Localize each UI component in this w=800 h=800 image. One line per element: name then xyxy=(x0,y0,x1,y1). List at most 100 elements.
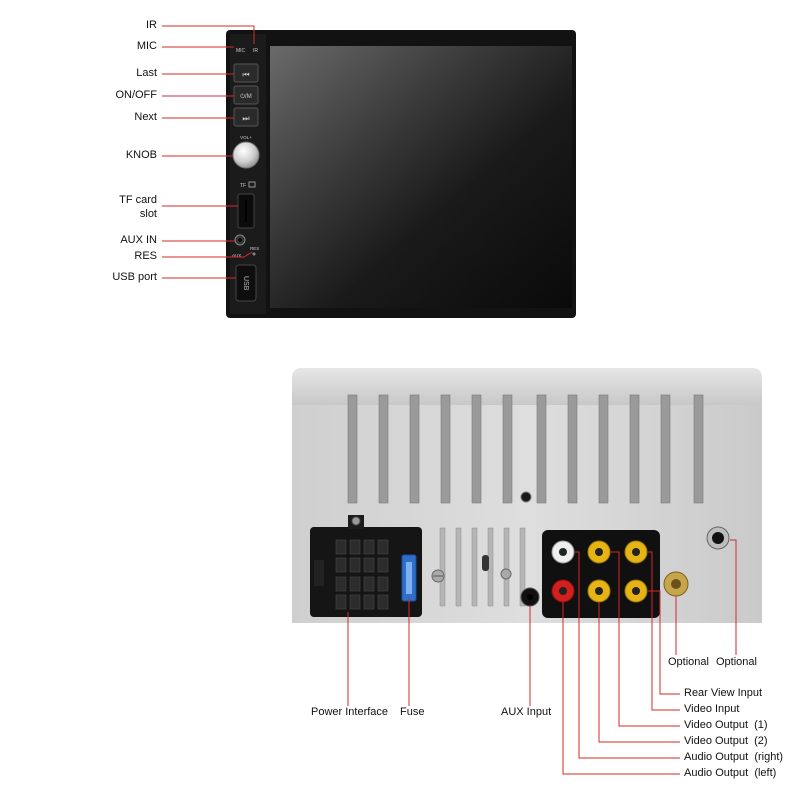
vent-slot xyxy=(455,527,462,607)
optional-connector-brass-center xyxy=(671,579,681,589)
vol-mark: VOL+ xyxy=(240,135,252,140)
label-audio-output-right: Audio Output (right) xyxy=(684,751,784,763)
connector-pin xyxy=(349,576,361,592)
lower-vents xyxy=(439,527,526,607)
label-knob: KNOB xyxy=(125,149,157,161)
vent-slot xyxy=(471,527,478,607)
fuse-window xyxy=(406,562,412,594)
heatsink-fin xyxy=(347,394,358,504)
onoff-mark: ⏻/M xyxy=(240,93,251,100)
vent-slot xyxy=(439,527,446,607)
tf-mark: TF xyxy=(240,183,246,189)
label-optional-1: Optional xyxy=(668,656,709,668)
rear-leader-lines xyxy=(347,539,737,775)
vent-slot xyxy=(519,527,526,607)
heatsink-fin xyxy=(693,394,704,504)
usb-mark: USB xyxy=(242,276,249,291)
heatsink-fin xyxy=(598,394,609,504)
screw xyxy=(500,568,512,580)
connector-pin xyxy=(377,594,389,610)
label-audio-output-left: Audio Output (left) xyxy=(684,767,777,779)
connector-screw xyxy=(351,516,361,526)
leader-video-output-2 xyxy=(598,602,680,743)
label-aux-in: AUX IN xyxy=(120,234,157,246)
label-res: RES xyxy=(134,250,157,262)
ir-mark: IR xyxy=(253,48,258,54)
leader-video-input xyxy=(648,551,680,711)
small-screw-slot xyxy=(482,555,489,571)
onoff-button[interactable] xyxy=(233,85,259,105)
last-icon: ⏮ xyxy=(242,70,249,79)
screw-hole-top xyxy=(520,491,532,503)
label-usb-port: USB port xyxy=(112,271,157,283)
rca-center xyxy=(559,587,567,595)
heatsink-fin xyxy=(378,394,389,504)
connector-pin xyxy=(377,539,389,555)
last-button[interactable] xyxy=(233,63,259,83)
label-video-input: Video Input xyxy=(684,703,740,715)
label-onoff: ON/OFF xyxy=(115,89,157,101)
rear-top-housing xyxy=(292,368,762,410)
connector-pin xyxy=(363,557,375,573)
heatsink-fin xyxy=(660,394,671,504)
connector-pin xyxy=(349,557,361,573)
heatsink-fin xyxy=(471,394,482,504)
leader-audio-output-right xyxy=(575,551,680,759)
connector-pin xyxy=(363,576,375,592)
tf-slot-opening xyxy=(245,200,247,222)
connector-pin xyxy=(363,539,375,555)
heatsink-fin xyxy=(567,394,578,504)
rca-center xyxy=(595,548,603,556)
heatsink-fin xyxy=(409,394,420,504)
front-leader-lines xyxy=(162,25,255,279)
label-rear-view-input: Rear View Input xyxy=(684,687,763,699)
connector-pin xyxy=(335,557,347,573)
connector-pin xyxy=(377,557,389,573)
label-last: Last xyxy=(136,67,157,79)
connector-pin xyxy=(363,594,375,610)
heatsink-fins xyxy=(347,394,704,504)
label-video-output-2: Video Output (2) xyxy=(684,735,768,747)
heatsink-fin xyxy=(440,394,451,504)
aux-in-hole xyxy=(238,238,242,242)
connector-pin xyxy=(377,576,389,592)
optional-connector-jack-hole xyxy=(712,532,724,544)
label-aux-input: AUX Input xyxy=(501,706,552,718)
connector-pin xyxy=(349,539,361,555)
rca-center xyxy=(632,548,640,556)
leader-rear-view-input xyxy=(648,590,680,695)
connector-pin xyxy=(349,594,361,610)
label-tf-line2: slot xyxy=(139,208,157,220)
rca-center xyxy=(595,587,603,595)
front-unit: ⏮ ⏻/M ⏭ MIC IR VOL+ TF AUX RES USB xyxy=(226,30,576,318)
next-button[interactable] xyxy=(233,107,259,127)
connector-side-latch xyxy=(314,560,324,586)
leader-optional-2 xyxy=(730,539,737,655)
label-video-output-1: Video Output (1) xyxy=(684,719,768,731)
heatsink-fin xyxy=(629,394,640,504)
label-power-interface: Power Interface xyxy=(311,706,389,718)
rca-center xyxy=(632,587,640,595)
label-optional-2: Optional xyxy=(716,656,757,668)
connector-pin xyxy=(335,576,347,592)
mic-mark: MIC xyxy=(236,48,246,54)
res-mark: RES xyxy=(250,246,259,251)
heatsink-fin xyxy=(536,394,547,504)
volume-knob[interactable] xyxy=(232,141,260,169)
vent-slot xyxy=(503,527,510,607)
leader-ir xyxy=(162,25,255,44)
usb-port[interactable] xyxy=(235,264,257,302)
res-button[interactable] xyxy=(252,252,256,256)
aux-input-hole xyxy=(527,594,533,600)
aux-mark: AUX xyxy=(232,253,241,258)
next-icon: ⏭ xyxy=(242,114,249,123)
leader-audio-output-left xyxy=(562,602,680,775)
heatsink-fin xyxy=(502,394,513,504)
connector-pin xyxy=(335,594,347,610)
leader-res xyxy=(162,251,253,258)
label-tf-line1: TF card xyxy=(119,194,157,206)
rca-video-output-1-center xyxy=(559,548,567,556)
connector-pin xyxy=(335,539,347,555)
tf-mark-icon xyxy=(248,181,256,188)
